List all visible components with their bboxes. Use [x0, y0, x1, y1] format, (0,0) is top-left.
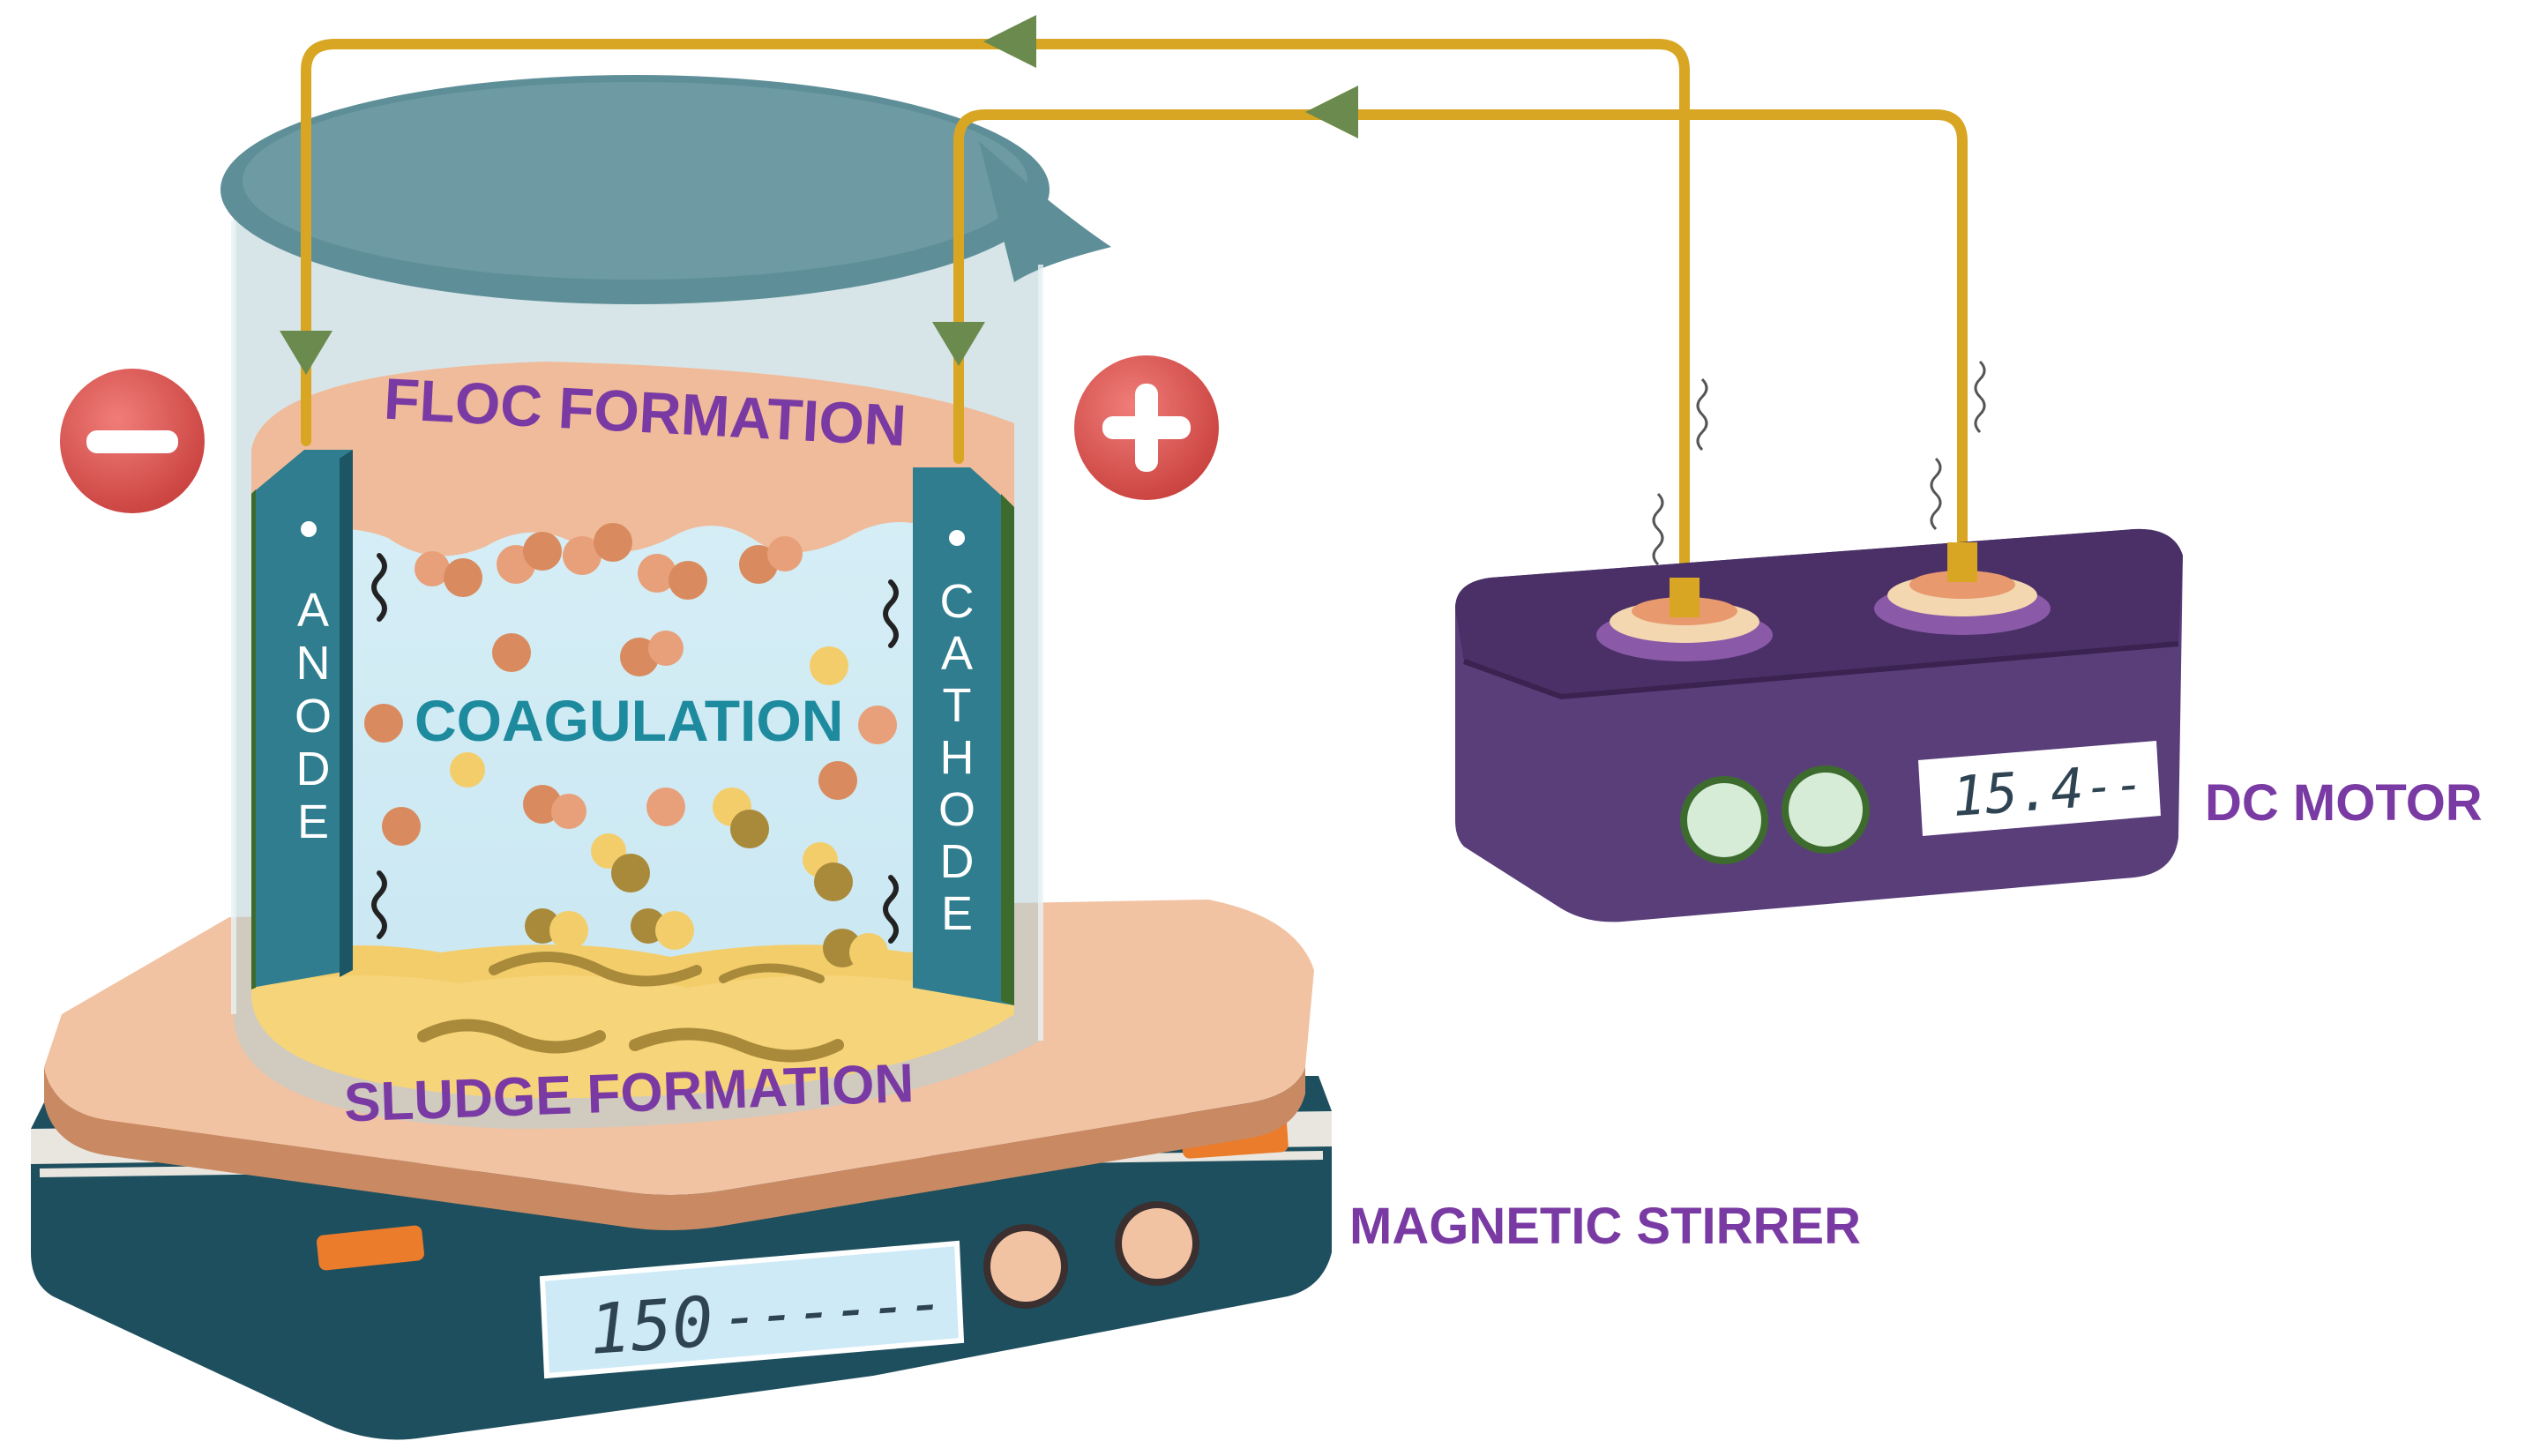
cathode-letter: O	[938, 783, 975, 836]
dc-motor-label: DC MOTOR	[2205, 774, 2483, 832]
coagulation-particles	[364, 631, 897, 972]
motor-display-dashes: --	[2082, 755, 2146, 817]
motor-knob-2[interactable]	[1782, 765, 1870, 854]
magnetic-stirrer-label: MAGNETIC STIRRER	[1349, 1198, 1861, 1255]
stirrer-display: 150 ------	[539, 1240, 965, 1379]
stirrer-display-value: 150	[586, 1282, 716, 1370]
positive-terminal	[1074, 355, 1219, 500]
motor-terminal-1	[1596, 578, 1773, 661]
motor-display-value: 15.4	[1950, 756, 2086, 829]
anode-letter: O	[295, 690, 332, 743]
anode-letter: A	[297, 584, 329, 637]
floc-particles	[415, 523, 803, 600]
cathode-letter: E	[941, 887, 973, 940]
negative-terminal	[60, 369, 205, 513]
cathode-wire	[953, 109, 1968, 552]
heat-squiggle-icon	[371, 553, 899, 944]
cathode-letter: C	[940, 575, 975, 628]
cathode-electrode	[913, 467, 1014, 1005]
stirrer-knob-2[interactable]	[1115, 1201, 1199, 1286]
motor-terminal-2	[1874, 542, 2051, 635]
cathode-letter: T	[943, 679, 972, 732]
minus-icon	[86, 430, 178, 453]
cathode-letter: A	[941, 627, 973, 680]
anode-letter: N	[296, 637, 331, 690]
heat-squiggle-icon	[1652, 360, 1986, 566]
cathode-letter: D	[940, 835, 975, 888]
motor-display: 15.4 --	[1918, 741, 2161, 836]
motor-knob-1[interactable]	[1680, 776, 1768, 864]
anode-letter: D	[296, 743, 331, 795]
stirrer-display-dashes: ------	[719, 1266, 946, 1354]
anode-electrode	[251, 450, 353, 989]
anode-letter: E	[297, 795, 329, 848]
coagulation-label: COAGULATION	[415, 688, 843, 753]
stirrer-knob-1[interactable]	[983, 1224, 1068, 1309]
cathode-letter: H	[940, 731, 975, 784]
arrow-icon	[280, 15, 1358, 375]
dc-motor: 15.4 --	[1455, 360, 2183, 922]
plus-icon	[1102, 384, 1191, 472]
